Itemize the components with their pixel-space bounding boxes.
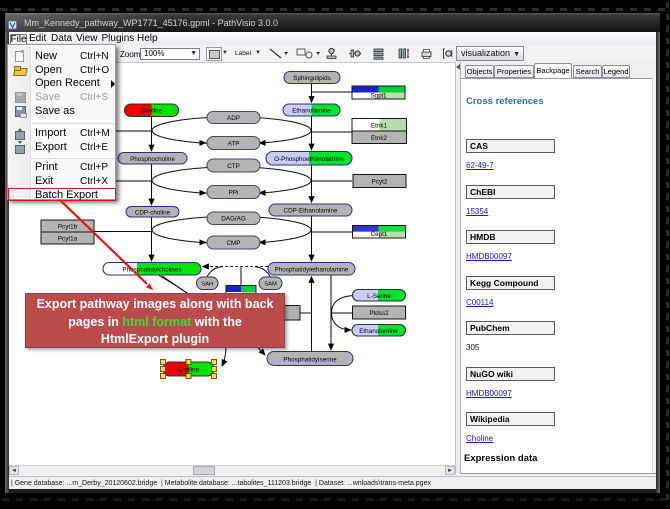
svg-text:ATP: ATP [228,140,240,147]
svg-text:Phosphatidylethanolamine: Phosphatidylethanolamine [275,266,349,273]
svg-text:Pcyt1a: Pcyt1a [58,236,78,243]
svg-text:Etnk2: Etnk2 [371,135,388,142]
svg-text:Cept1: Cept1 [371,231,388,238]
svg-text:Ptdss2: Ptdss2 [369,310,389,317]
svg-text:Phosphocholine: Phosphocholine [130,156,175,163]
svg-text:Ethanolamine: Ethanolamine [359,328,398,335]
svg-text:Pcyt2: Pcyt2 [372,179,388,186]
svg-text:Etnk1: Etnk1 [371,122,388,129]
svg-text:PPi: PPi [229,189,239,196]
svg-text:Sgpl1: Sgpl1 [370,93,387,100]
svg-text:L-Serine: L-Serine [367,293,391,300]
svg-text:CMP: CMP [227,240,241,247]
svg-text:Phosphatidylserine: Phosphatidylserine [283,356,337,363]
svg-text:Sphingolipids: Sphingolipids [293,75,330,82]
svg-text:ADP: ADP [227,115,240,122]
svg-text:Phosphatidylcholines: Phosphatidylcholines [122,266,181,273]
svg-text:SAH: SAH [201,282,213,288]
svg-text:CDP-Ethanolamine: CDP-Ethanolamine [284,208,338,215]
svg-text:Ethanolamine: Ethanolamine [292,108,331,115]
svg-text:DAG/AG: DAG/AG [221,216,246,223]
svg-text:CTP: CTP [227,163,240,170]
svg-text:O-Phosphoethanolamine: O-Phosphoethanolamine [274,156,344,163]
svg-text:SAM: SAM [264,282,277,288]
svg-text:CDP-choline: CDP-choline [135,209,171,216]
svg-text:Pcyt1b: Pcyt1b [58,224,78,231]
svg-text:Choline: Choline [178,367,200,374]
svg-text:Choline: Choline [141,108,163,115]
